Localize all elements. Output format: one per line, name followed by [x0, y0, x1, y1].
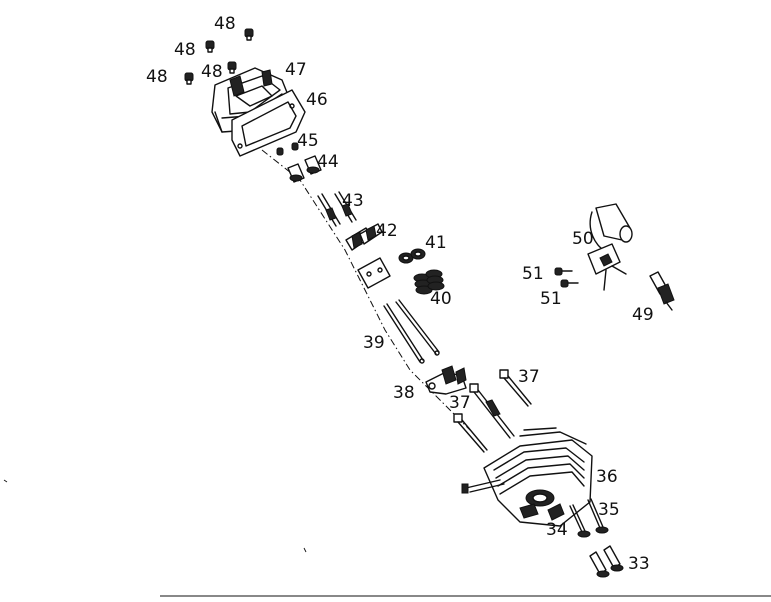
rocker-cover-47: [211, 67, 291, 133]
rocker-arm-42: [345, 223, 383, 251]
label-33: 33: [628, 554, 650, 574]
bolt-48-left-lower: [184, 72, 194, 85]
assembly-axis-line: [261, 149, 471, 431]
label-37-left: 37: [449, 393, 471, 413]
label-46: 46: [306, 90, 328, 110]
bolt-48-top: [244, 28, 254, 41]
label-39: 39: [363, 333, 385, 353]
label-48-left-upper: 48: [174, 40, 196, 60]
stray-mark: [3, 479, 8, 483]
label-40: 40: [430, 289, 452, 309]
ignition-coil-50: [587, 203, 633, 291]
bolt-48-left-upper: [205, 40, 215, 53]
label-51-lower: 51: [540, 289, 562, 309]
spring-seat-41: [398, 248, 426, 264]
label-48-top: 48: [214, 14, 236, 34]
label-48-left-lower: 48: [146, 67, 168, 87]
gasket-46: [231, 89, 306, 157]
label-45: 45: [297, 131, 319, 151]
label-42: 42: [376, 221, 398, 241]
bolt-48-middle: [227, 61, 237, 74]
cylinder-head-36: [461, 427, 593, 527]
bracket-38: [425, 365, 467, 395]
label-38: 38: [393, 383, 415, 403]
label-34: 34: [546, 520, 568, 540]
label-35: 35: [598, 500, 620, 520]
head-bolt-37-middle: [469, 383, 515, 439]
coil-bolt-51-upper: [554, 267, 573, 276]
label-41: 41: [425, 233, 447, 253]
label-50: 50: [572, 229, 594, 249]
push-rod-39: [383, 299, 440, 364]
valve-spring-40: [413, 269, 445, 295]
label-51-upper: 51: [522, 264, 544, 284]
valve-34: [569, 504, 591, 538]
rocker-stud-43: [317, 191, 357, 227]
spark-plug-49: [649, 271, 675, 311]
stray-mark: [303, 547, 307, 553]
valve-guide-33: [589, 545, 624, 578]
valve-35: [587, 498, 609, 534]
label-44: 44: [317, 152, 339, 172]
guide-plate: [357, 257, 391, 289]
head-bolt-37-left: [453, 413, 488, 453]
label-36: 36: [596, 467, 618, 487]
label-49: 49: [632, 305, 654, 325]
retainer-44: [287, 155, 322, 183]
label-43: 43: [342, 191, 364, 211]
head-bolt-37-right: [499, 369, 532, 407]
label-48-middle: 48: [201, 62, 223, 82]
coil-bolt-51-lower: [560, 279, 579, 288]
label-47: 47: [285, 60, 307, 80]
label-37-right: 37: [518, 367, 540, 387]
valve-lock-45: [276, 142, 299, 156]
